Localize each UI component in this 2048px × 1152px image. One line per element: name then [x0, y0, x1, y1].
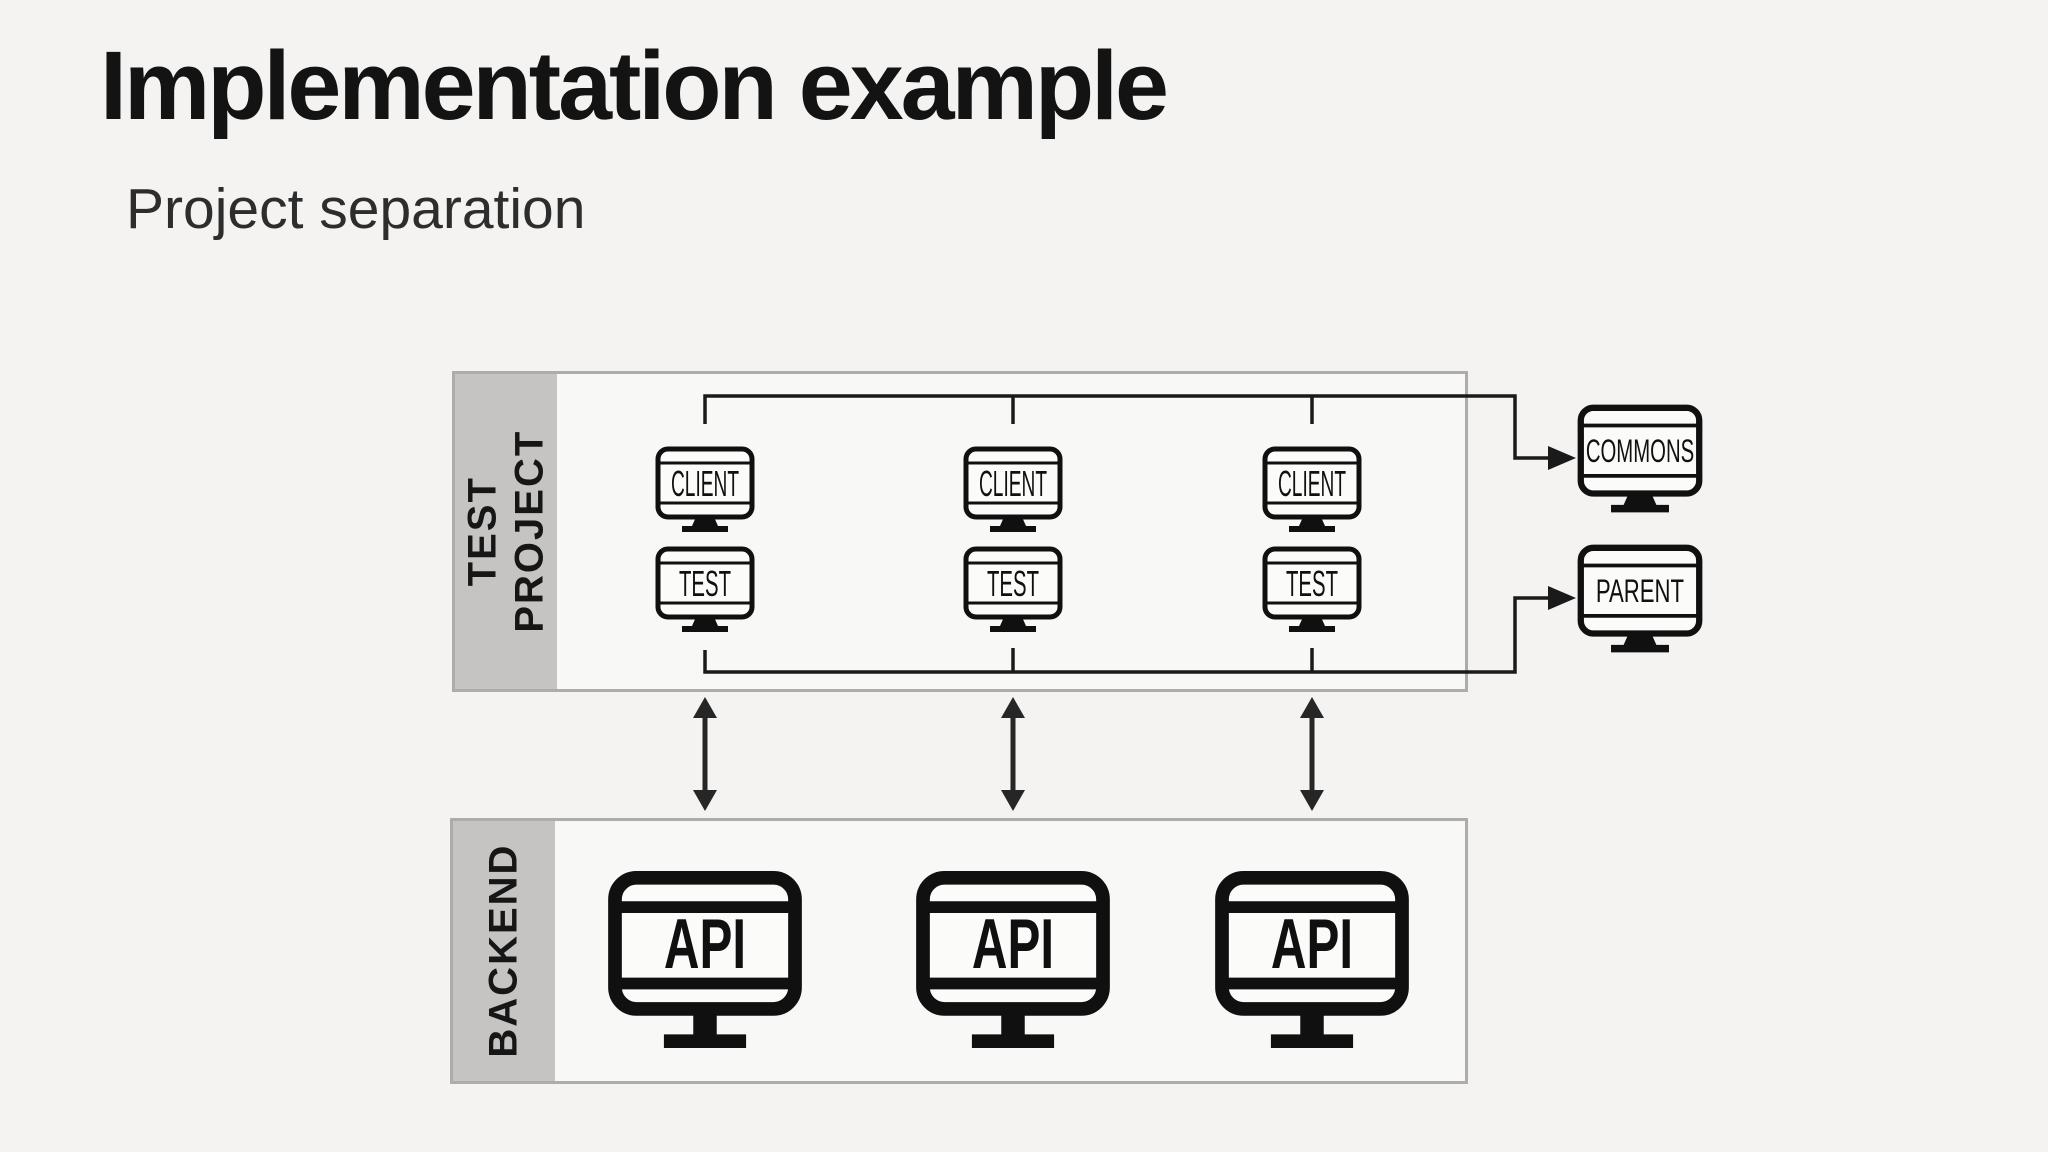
sync-arrow-1-top-head-icon	[693, 697, 717, 718]
parent-monitor-label: PARENT	[1596, 572, 1684, 609]
client-monitor-icon-1: CLIENT	[655, 446, 755, 532]
sync-arrow-2-bottom-head-icon	[1001, 790, 1025, 811]
commons-monitor-label: COMMONS	[1586, 432, 1694, 469]
sync-arrow-2-top-head-icon	[1001, 697, 1025, 718]
api-monitor-label: API	[972, 904, 1054, 983]
test-monitor-label: TEST	[1286, 563, 1338, 604]
test-project-label: TEST PROJECT	[459, 430, 553, 633]
sync-arrow-1-bottom-head-icon	[693, 790, 717, 811]
api-monitor-label: API	[1271, 904, 1353, 983]
backend-label-band: BACKEND	[453, 821, 555, 1081]
api-monitor-icon-3: API	[1215, 870, 1409, 1049]
commons-monitor-icon: COMMONS	[1577, 404, 1703, 513]
sync-arrow-3-bottom-head-icon	[1300, 790, 1324, 811]
test-monitor-icon-1: TEST	[655, 546, 755, 632]
client-monitor-icon-2: CLIENT	[963, 446, 1063, 532]
backend-label: BACKEND	[481, 844, 526, 1058]
test-monitor-label: TEST	[987, 563, 1039, 604]
client-monitor-label: CLIENT	[979, 463, 1047, 504]
parent-monitor-icon: PARENT	[1577, 544, 1703, 653]
parent-arrowhead-icon	[1548, 586, 1576, 610]
test-project-label-line1: TEST	[459, 476, 504, 587]
client-monitor-icon-3: CLIENT	[1262, 446, 1362, 532]
page-subtitle: Project separation	[126, 177, 586, 241]
api-monitor-icon-1: API	[608, 870, 802, 1049]
test-monitor-label: TEST	[679, 563, 731, 604]
test-monitor-icon-3: TEST	[1262, 546, 1362, 632]
test-project-label-band: TEST PROJECT	[455, 374, 557, 689]
commons-arrowhead-icon	[1548, 446, 1576, 470]
client-monitor-label: CLIENT	[671, 463, 739, 504]
client-monitor-label: CLIENT	[1278, 463, 1346, 504]
api-monitor-icon-2: API	[916, 870, 1110, 1049]
sync-arrow-3-top-head-icon	[1300, 697, 1324, 718]
page-title: Implementation example	[100, 31, 1169, 140]
api-monitor-label: API	[664, 904, 746, 983]
test-project-label-line2: PROJECT	[507, 430, 551, 633]
test-monitor-icon-2: TEST	[963, 546, 1063, 632]
